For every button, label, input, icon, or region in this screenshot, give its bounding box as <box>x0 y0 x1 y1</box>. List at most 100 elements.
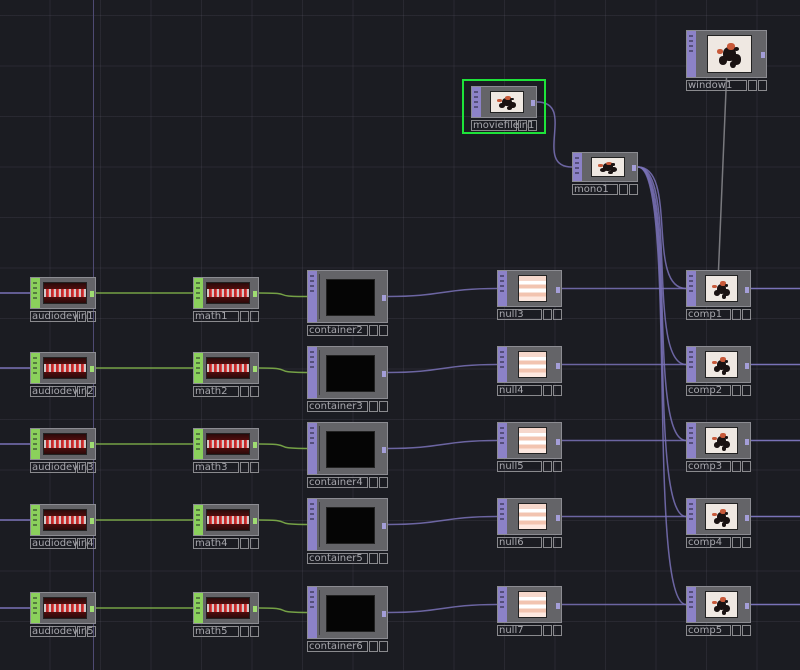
node-name[interactable]: comp2 <box>686 385 731 396</box>
node-flag-toggle[interactable] <box>732 385 741 396</box>
node-name[interactable]: audiodevin1 <box>30 311 94 322</box>
node-name[interactable]: audiodevin2 <box>30 386 94 397</box>
node-tile[interactable] <box>307 422 388 475</box>
output-port[interactable] <box>382 446 386 453</box>
node-flag-toggle[interactable] <box>742 461 751 472</box>
node-flag-toggle[interactable] <box>748 80 757 91</box>
node-tile[interactable] <box>686 498 751 535</box>
node-flag-toggle[interactable] <box>758 80 767 91</box>
output-port[interactable] <box>253 366 257 372</box>
node-null4[interactable]: null4 <box>497 346 562 397</box>
node-name[interactable]: container2 <box>307 325 368 336</box>
node-flag-toggle[interactable] <box>250 626 259 637</box>
input-ports[interactable] <box>31 505 40 535</box>
node-name[interactable]: comp4 <box>686 537 731 548</box>
node-flag-toggle[interactable] <box>553 309 562 320</box>
node-flag-toggle[interactable] <box>742 537 751 548</box>
output-port[interactable] <box>745 286 749 293</box>
node-name[interactable]: math3 <box>193 462 239 473</box>
node-flag-toggle[interactable] <box>553 537 562 548</box>
output-port[interactable] <box>382 610 386 617</box>
node-flag-toggle[interactable] <box>369 477 378 488</box>
input-ports[interactable] <box>687 423 696 458</box>
node-flag-toggle[interactable] <box>553 461 562 472</box>
node-name[interactable]: moviefilein1 <box>471 120 535 131</box>
node-tile[interactable] <box>497 270 562 307</box>
node-tile[interactable] <box>30 504 96 536</box>
node-tile[interactable] <box>686 586 751 623</box>
node-tile[interactable] <box>193 352 259 384</box>
node-math4[interactable]: math4 <box>193 504 259 550</box>
node-tile[interactable] <box>686 270 751 307</box>
node-name[interactable]: math1 <box>193 311 239 322</box>
node-null5[interactable]: null5 <box>497 422 562 473</box>
node-flag-toggle[interactable] <box>619 184 628 195</box>
node-flag-toggle[interactable] <box>742 309 751 320</box>
node-flag-toggle[interactable] <box>250 311 259 322</box>
node-container2[interactable]: container2 <box>307 270 388 337</box>
node-name[interactable]: container5 <box>307 553 368 564</box>
node-flag-toggle[interactable] <box>379 641 388 652</box>
node-moviefilein1[interactable]: moviefilein1 <box>462 79 546 134</box>
node-flag-toggle[interactable] <box>240 386 249 397</box>
node-name[interactable]: math4 <box>193 538 239 549</box>
input-ports[interactable] <box>194 593 203 623</box>
node-flag-toggle[interactable] <box>732 309 741 320</box>
node-null7[interactable]: null7 <box>497 586 562 637</box>
node-flag-toggle[interactable] <box>77 386 86 397</box>
wire-comp1-window1[interactable] <box>717 77 728 271</box>
node-flag-toggle[interactable] <box>87 462 96 473</box>
wire-container2-null3[interactable] <box>387 287 498 298</box>
node-name[interactable]: audiodevin3 <box>30 462 94 473</box>
node-flag-toggle[interactable] <box>240 626 249 637</box>
node-tile[interactable] <box>193 504 259 536</box>
wire-container4-null5[interactable] <box>387 439 498 450</box>
node-flag-toggle[interactable] <box>543 309 552 320</box>
node-flag-toggle[interactable] <box>518 120 527 131</box>
input-ports[interactable] <box>498 347 507 382</box>
input-ports[interactable] <box>31 353 40 383</box>
output-port[interactable] <box>382 370 386 377</box>
node-container4[interactable]: container4 <box>307 422 388 489</box>
input-ports[interactable] <box>498 499 507 534</box>
output-port[interactable] <box>556 286 560 293</box>
output-port[interactable] <box>632 165 636 171</box>
wire-moviefilein1-mono1[interactable] <box>536 101 573 168</box>
node-comp4[interactable]: comp4 <box>686 498 751 549</box>
node-mono1[interactable]: mono1 <box>572 152 638 196</box>
node-flag-toggle[interactable] <box>87 626 96 637</box>
node-tile[interactable] <box>497 346 562 383</box>
wire-container6-null7[interactable] <box>387 603 498 614</box>
node-flag-toggle[interactable] <box>379 401 388 412</box>
node-null3[interactable]: null3 <box>497 270 562 321</box>
node-tile[interactable] <box>686 30 767 78</box>
output-port[interactable] <box>745 362 749 369</box>
output-port[interactable] <box>761 52 765 58</box>
node-name[interactable]: math5 <box>193 626 239 637</box>
node-flag-toggle[interactable] <box>250 386 259 397</box>
node-tile[interactable] <box>307 270 388 323</box>
input-ports[interactable] <box>194 353 203 383</box>
output-port[interactable] <box>382 522 386 529</box>
node-name[interactable]: window1 <box>686 80 747 91</box>
node-flag-toggle[interactable] <box>379 477 388 488</box>
node-flag-toggle[interactable] <box>369 325 378 336</box>
input-ports[interactable] <box>498 423 507 458</box>
input-ports[interactable] <box>31 278 40 308</box>
node-flag-toggle[interactable] <box>543 625 552 636</box>
input-ports[interactable] <box>498 587 507 622</box>
node-tile[interactable] <box>307 346 388 399</box>
node-comp5[interactable]: comp5 <box>686 586 751 637</box>
output-port[interactable] <box>90 606 94 612</box>
output-port[interactable] <box>556 602 560 609</box>
node-tile[interactable] <box>497 498 562 535</box>
node-flag-toggle[interactable] <box>369 641 378 652</box>
node-flag-toggle[interactable] <box>528 120 537 131</box>
node-flag-toggle[interactable] <box>87 311 96 322</box>
node-math1[interactable]: math1 <box>193 277 259 323</box>
node-name[interactable]: comp5 <box>686 625 731 636</box>
node-name[interactable]: null3 <box>497 309 542 320</box>
wire-mono1-comp4[interactable] <box>637 166 687 518</box>
wire-container3-null4[interactable] <box>387 363 498 374</box>
node-tile[interactable] <box>471 86 537 118</box>
